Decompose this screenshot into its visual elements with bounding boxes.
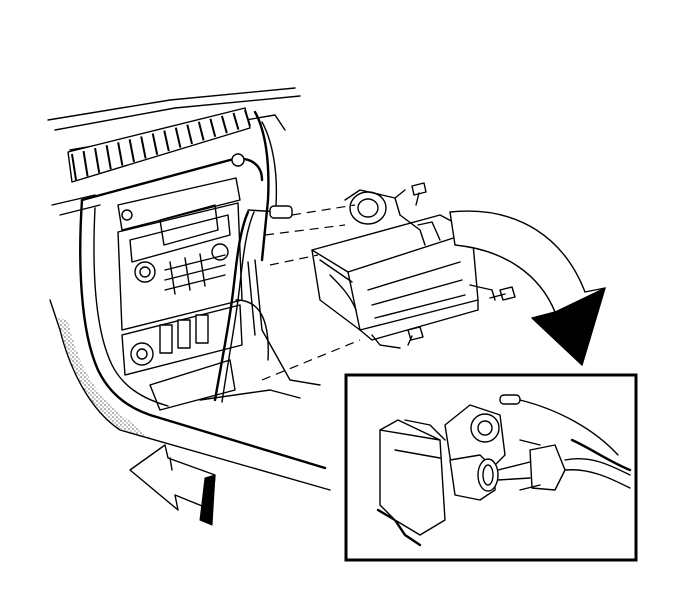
mounting-bolts — [371, 182, 516, 349]
air-vent — [67, 107, 251, 183]
airbag-module — [311, 189, 479, 341]
wiring-harness — [199, 205, 301, 403]
rotation-arrow — [449, 210, 606, 366]
bezel-screw — [231, 153, 245, 167]
vent-slat — [174, 127, 182, 148]
radio-knob-left — [134, 261, 156, 283]
dashboard-bezel — [49, 110, 331, 491]
mounting-bolt — [489, 286, 516, 301]
radio-unit — [117, 153, 245, 331]
vent-slat — [82, 150, 89, 177]
climate-knob — [130, 342, 154, 366]
climate-slot — [159, 324, 173, 354]
vent-slat — [186, 124, 193, 145]
vent-slat — [232, 112, 240, 130]
vent-slat — [128, 139, 135, 163]
climate-control — [121, 304, 243, 411]
vent-slat — [117, 142, 124, 166]
vent-slat — [220, 115, 228, 134]
vent-slat — [140, 136, 147, 159]
vent-slat — [244, 109, 251, 127]
inset-harness-tab — [499, 394, 521, 405]
alignment-lines — [261, 204, 361, 381]
vent-slat — [163, 130, 170, 152]
mounting-bolt — [411, 182, 427, 206]
radio-knob-right — [211, 243, 229, 261]
mounting-bolt — [407, 326, 424, 346]
climate-slot — [177, 319, 191, 349]
vent-slat — [94, 147, 101, 173]
inset-socket — [470, 413, 500, 443]
vent-slat — [209, 118, 217, 138]
bezel-screw — [121, 209, 133, 221]
vent-slat — [151, 133, 159, 156]
vent-slat — [105, 145, 112, 170]
inset-connector-clip — [529, 444, 566, 491]
vent-slat — [197, 121, 205, 141]
airbag-connector-socket — [349, 191, 387, 225]
vent-slat — [71, 153, 77, 181]
direction-arrow — [129, 444, 216, 526]
climate-slot — [195, 314, 209, 344]
inset-connector-plug — [477, 458, 499, 492]
connector-detail-inset — [344, 373, 638, 562]
harness-connector — [269, 205, 293, 219]
